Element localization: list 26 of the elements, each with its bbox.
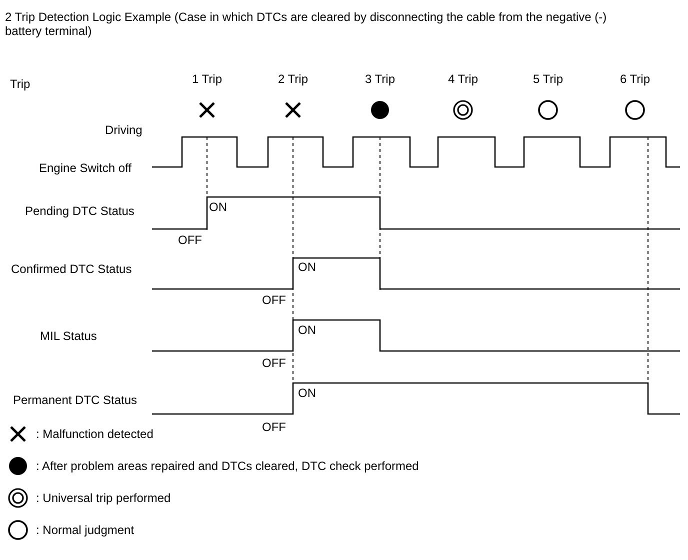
state-label: OFF	[262, 356, 286, 370]
trip-label: 5 Trip	[533, 72, 564, 86]
state-label: OFF	[262, 293, 286, 307]
trip-label: 2 Trip	[278, 72, 308, 86]
signal-label: Confirmed DTC Status	[11, 262, 132, 276]
trip-label: 1 Trip	[192, 72, 222, 86]
legend-text: : Malfunction detected	[36, 427, 154, 441]
state-label: OFF	[178, 233, 202, 247]
state-label: ON	[209, 200, 227, 214]
trip-label: 6 Trip	[620, 72, 650, 86]
legend-text: : After problem areas repaired and DTCs cleared, DTC check performed	[36, 459, 419, 473]
legend-text: : Normal judgment	[36, 523, 134, 537]
signal-label: Pending DTC Status	[25, 204, 134, 218]
legend-text: : Universal trip performed	[36, 491, 171, 505]
trip-label: 3 Trip	[365, 72, 396, 86]
signal-label: Permanent DTC Status	[13, 393, 138, 407]
signal-label: Driving	[105, 123, 142, 137]
axis-label: Trip	[10, 77, 30, 91]
signal-label: Engine Switch off	[39, 161, 132, 175]
signal-label: MIL Status	[40, 329, 97, 343]
state-label: ON	[298, 323, 316, 337]
state-label: ON	[298, 260, 316, 274]
trip-label: 4 Trip	[448, 72, 478, 86]
state-label: OFF	[262, 420, 286, 434]
state-label: ON	[298, 386, 316, 400]
diagram-title: 2 Trip Detection Logic Example (Case in which DTCs are cleared by disconnecting the cable from the negative (-) battery terminal)	[5, 10, 608, 38]
